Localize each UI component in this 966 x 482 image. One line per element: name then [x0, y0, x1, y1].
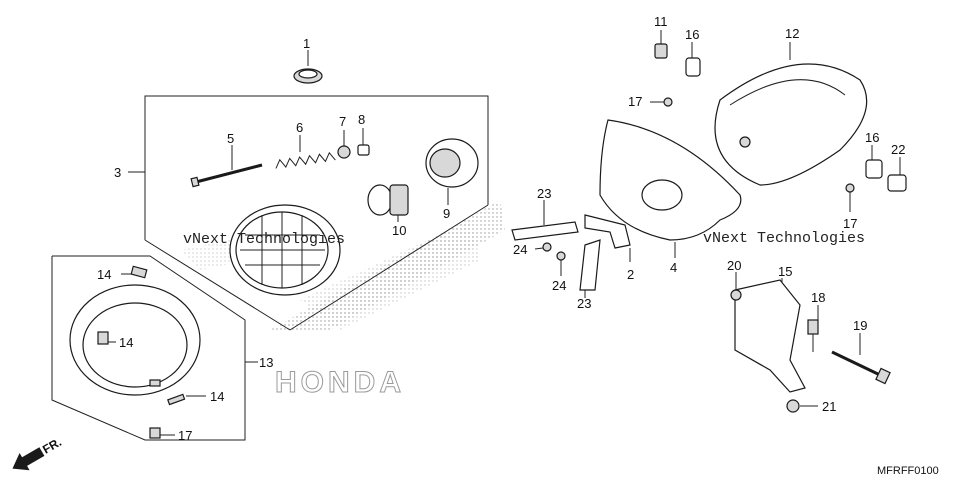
callout-17-top: 17 — [628, 94, 642, 109]
callout-14-top: 14 — [97, 267, 111, 282]
callout-12: 12 — [785, 26, 799, 41]
assembly-3-bracket — [128, 95, 489, 331]
callout-16-top: 16 — [685, 27, 699, 42]
callout-22: 22 — [891, 142, 905, 157]
part-4-cover-plate — [599, 119, 742, 258]
part-5-adjusting-screw — [190, 145, 263, 188]
part-24-screw-left — [534, 242, 552, 252]
front-direction-arrow: FR. — [12, 435, 64, 471]
callout-14-mid: 14 — [119, 335, 133, 350]
part-21-nut — [786, 399, 818, 413]
callout-6: 6 — [296, 120, 303, 135]
headlight-unit — [229, 204, 341, 296]
part-17-screw-side — [845, 183, 855, 212]
part-15-mount-bracket — [734, 278, 806, 393]
callout-2: 2 — [627, 267, 634, 282]
part-12-case — [714, 42, 868, 186]
callout-17-bottom: 17 — [178, 428, 192, 443]
callout-17-side: 17 — [843, 216, 857, 231]
callout-11: 11 — [654, 14, 668, 29]
callout-21: 21 — [822, 399, 836, 414]
callout-labels: 1 2 3 4 5 6 7 8 9 10 11 12 13 14 14 14 1… — [97, 14, 905, 443]
callout-7: 7 — [339, 114, 346, 129]
callout-14-bottom: 14 — [210, 389, 224, 404]
callout-24-left: 24 — [513, 242, 527, 257]
part-17-screw-top — [650, 97, 673, 107]
callout-24-bottom: 24 — [552, 278, 566, 293]
part-7-nut — [337, 130, 351, 159]
callout-20: 20 — [727, 258, 741, 273]
callout-8: 8 — [358, 112, 365, 127]
callout-23-bottom: 23 — [577, 296, 591, 311]
part-13-rim — [69, 265, 201, 406]
part-16-collar-top — [685, 42, 701, 77]
callout-3: 3 — [114, 165, 121, 180]
honda-watermark: HONDA — [275, 366, 405, 399]
part-11-bolt — [654, 30, 668, 59]
part-22-collar-side — [887, 157, 907, 192]
watermark-right: vNext Technologies — [703, 230, 865, 247]
part-16-collar-side — [865, 145, 883, 179]
callout-23-top: 23 — [537, 186, 551, 201]
part-9-socket-cover — [425, 138, 479, 205]
callout-4: 4 — [670, 260, 677, 275]
part-24-screw-bottom — [556, 251, 566, 276]
callout-5: 5 — [227, 131, 234, 146]
part-19-long-bolt — [831, 333, 891, 385]
part-2-bracket — [584, 214, 631, 262]
part-1-grommet — [293, 50, 323, 84]
callout-19: 19 — [853, 318, 867, 333]
callout-1: 1 — [303, 36, 310, 51]
callout-10: 10 — [392, 223, 406, 238]
direction-label: FR. — [40, 435, 64, 457]
part-23-bracket-top — [511, 200, 579, 241]
part-8-collar — [357, 128, 370, 156]
callout-9: 9 — [443, 206, 450, 221]
part-6-spring — [275, 135, 336, 169]
part-23-bracket-bottom — [579, 239, 601, 298]
callout-16-side: 16 — [865, 130, 879, 145]
callout-15: 15 — [778, 264, 792, 279]
diagram-code: MFRFF0100 — [877, 465, 939, 477]
callout-13: 13 — [259, 355, 273, 370]
assembly-13-bracket — [51, 255, 258, 441]
part-17-screw-rim — [149, 427, 175, 439]
callout-18: 18 — [811, 290, 825, 305]
part-18-bolt — [807, 305, 819, 352]
part-10-bulb — [367, 184, 409, 222]
part-20-nut — [730, 272, 742, 301]
honda-wing-logo — [180, 200, 505, 330]
watermark-left: vNext Technologies — [183, 231, 345, 248]
